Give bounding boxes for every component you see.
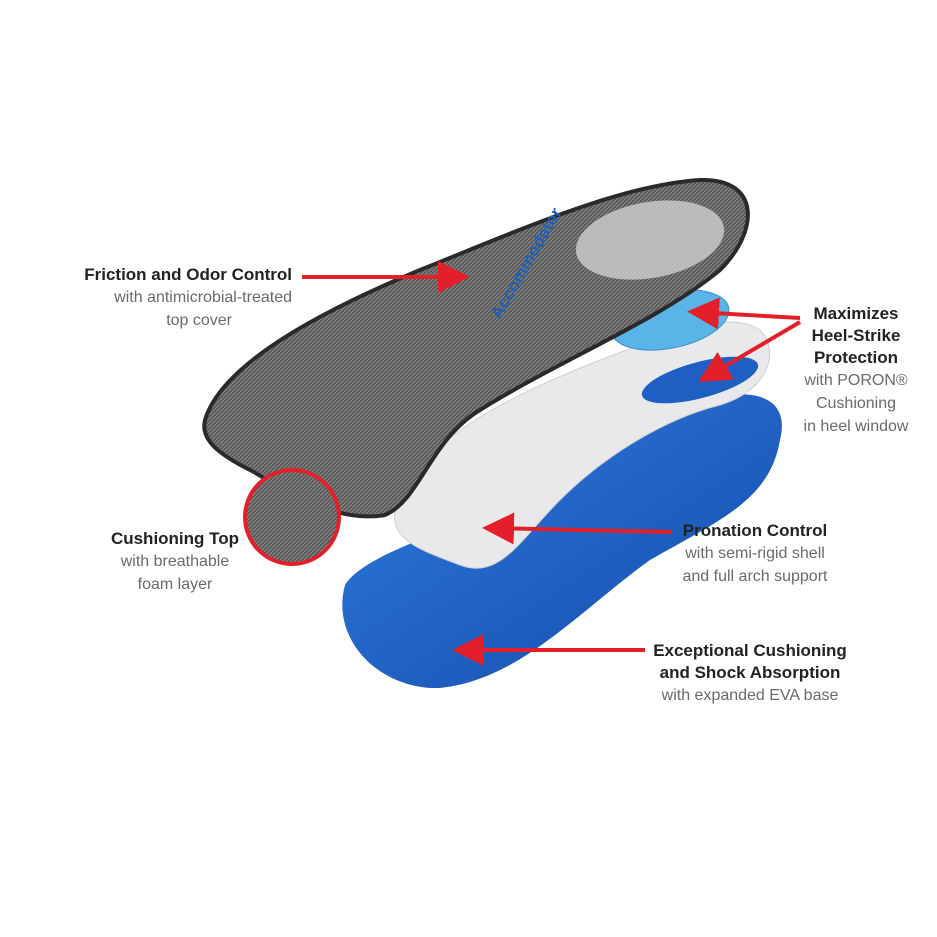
callout-line: with breathable (120, 553, 230, 570)
callout-line: foam layer (137, 576, 213, 593)
heel-logo-patch (575, 200, 725, 280)
callout-line: top cover (166, 312, 232, 329)
callout-line: in heel window (803, 418, 909, 435)
callout-title: Maximizes (813, 304, 899, 323)
eva-base (342, 394, 782, 689)
arrow-heel-window (698, 320, 802, 383)
callout-line: with PORON® (804, 372, 908, 389)
callout-line: with expanded EVA base (661, 687, 839, 704)
callout-friction: Friction and Odor Control with antimicro… (40, 264, 292, 332)
cushioning-detail-ring (243, 468, 341, 566)
callout-pronation: Pronation Control with semi-rigid shell … (660, 520, 850, 588)
callout-cushioning-top: Cushioning Top with breathable foam laye… (100, 528, 250, 596)
callout-shock-absorption: Exceptional Cushioning and Shock Absorpt… (640, 640, 860, 707)
arrow-poron-pad (687, 297, 801, 330)
callout-heel-strike: Maximizes Heel-Strike Protection with PO… (790, 303, 922, 438)
callout-title: Cushioning Top (110, 529, 240, 548)
callout-title: Exceptional Cushioning (653, 641, 847, 660)
callout-line: and full arch support (682, 568, 828, 585)
arrow-pronation (482, 512, 673, 545)
callout-title: Friction and Odor Control (84, 265, 292, 284)
callout-title: Heel-Strike (811, 326, 901, 345)
callout-title: Pronation Control (682, 521, 828, 540)
callout-line: with semi-rigid shell (685, 545, 825, 562)
callout-line: Cushioning (815, 395, 897, 412)
callout-line: with antimicrobial-treated (114, 289, 292, 306)
callout-title: and Shock Absorption (659, 663, 841, 682)
callout-title: Protection (813, 348, 899, 367)
